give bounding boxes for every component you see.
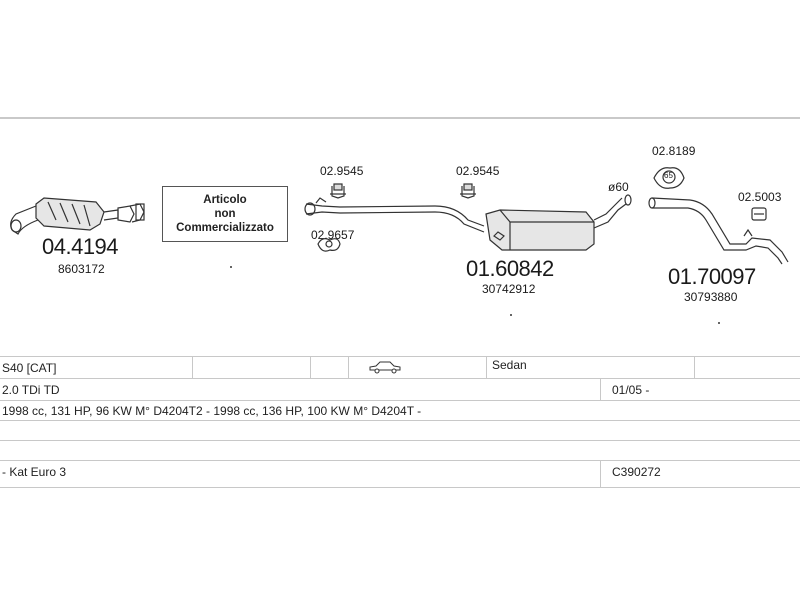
rear-silencer-code: 01.70097 bbox=[668, 264, 756, 289]
middle-silencer-oem: 30742912 bbox=[482, 282, 536, 296]
catalytic-part-code: 04.4194 bbox=[42, 234, 119, 259]
front-pipe-icon bbox=[304, 197, 485, 233]
date-cell: 01/05 - bbox=[612, 383, 650, 397]
table-row: 2.0 TDi TD 01/05 - bbox=[0, 378, 800, 401]
table-row: 1998 cc, 131 HP, 96 KW M° D4204T2 - 1998… bbox=[0, 400, 800, 421]
rubber-mount-icon bbox=[751, 207, 767, 221]
table-divider bbox=[600, 379, 601, 401]
note-line-3: Commercializzato bbox=[176, 222, 274, 234]
body-type-cell: Sedan bbox=[492, 358, 527, 372]
middle-silencer-icon bbox=[485, 194, 632, 251]
catalytic-oem-number: 8603172 bbox=[58, 262, 105, 276]
front-clamp-code: 02.9545 bbox=[320, 164, 364, 178]
middle-clamp-code: 02.9545 bbox=[456, 164, 500, 178]
gasket-code: 02.9657 bbox=[311, 228, 355, 242]
note-line-2: non bbox=[214, 208, 236, 220]
ref-cell: C390272 bbox=[612, 465, 661, 479]
table-divider bbox=[486, 357, 487, 379]
table-row: C390272 bbox=[0, 460, 800, 488]
table-row: S40 [CAT] Sedan bbox=[0, 356, 800, 379]
table-divider bbox=[310, 357, 311, 379]
marker-dot-rear bbox=[718, 322, 720, 324]
note-line-1: Articolo bbox=[203, 194, 247, 206]
middle-silencer-code: 01.60842 bbox=[466, 256, 554, 281]
top-divider bbox=[0, 117, 800, 119]
gasket-icon bbox=[317, 238, 341, 252]
sedan-car-icon bbox=[369, 361, 401, 374]
hanger-code: 02.8189 bbox=[652, 144, 696, 158]
rubber-mount-code: 02.5003 bbox=[738, 190, 782, 204]
table-row bbox=[0, 420, 800, 441]
hanger-mark: 65 bbox=[664, 171, 673, 180]
marker-dot bbox=[230, 266, 232, 268]
model-cell: S40 [CAT] bbox=[2, 361, 57, 375]
rear-pipe-icon bbox=[648, 197, 789, 265]
table-divider bbox=[348, 357, 349, 379]
clamp-icon bbox=[330, 183, 346, 199]
table-divider bbox=[600, 461, 601, 487]
rear-silencer-oem: 30793880 bbox=[684, 290, 738, 304]
table-divider bbox=[694, 357, 695, 379]
pipe-diameter-label: ø60 bbox=[608, 180, 629, 194]
catalytic-converter-icon bbox=[10, 197, 145, 235]
clamp-icon-middle bbox=[460, 183, 476, 199]
spec-cell: 1998 cc, 131 HP, 96 KW M° D4204T2 - 1998… bbox=[2, 404, 422, 418]
table-row: - Kat Euro 3 bbox=[0, 440, 800, 479]
table-divider bbox=[192, 357, 193, 379]
notes-cell: - Kat Euro 3 bbox=[2, 465, 67, 479]
marker-dot-middle bbox=[510, 314, 512, 316]
car-cell bbox=[366, 359, 402, 381]
engine-cell: 2.0 TDi TD bbox=[2, 383, 60, 397]
not-commercialized-note: Articolo non Commercializzato bbox=[162, 186, 288, 242]
rubber-hanger-icon bbox=[653, 167, 685, 189]
